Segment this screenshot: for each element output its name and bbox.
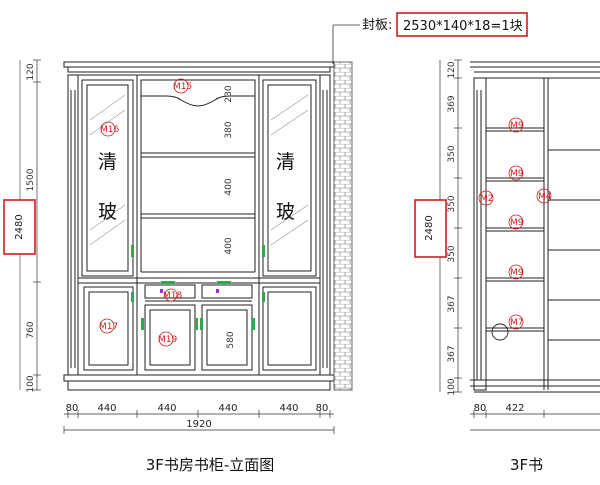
shelf-dim-380: 380 [224,121,234,138]
tag-m9-3: M9 [510,218,524,228]
annotation-label: 封板: [362,18,392,33]
right-cabinet-frame [470,61,600,393]
right-dim-367-a: 367 [447,295,457,312]
left-dim-chain [33,59,41,391]
part-tags-right: M2 M4 M9 M9 M9 M9 M7 [478,117,552,330]
bottom-dim-440-2: 440 [157,403,176,414]
tag-m19: M19 [158,335,177,345]
left-dim-1500: 1500 [26,168,36,191]
tag-m9-4: M9 [510,268,524,278]
left-glass-door: 清 玻 [81,79,134,277]
right-total-height-2480: 2480 [424,215,435,240]
right-total-height-highlight [414,199,447,258]
left-elevation: 120 1500 760 100 2480 [3,59,353,474]
tag-m2: M2 [480,194,494,204]
tag-m17: M17 [99,322,118,332]
bottom-dim-440-3: 440 [218,403,237,414]
door-hinges [131,245,265,330]
shelf-dim-230: 230 [224,85,234,102]
right-dim-367-b: 367 [447,345,457,362]
left-dim-120: 120 [26,63,36,80]
right-dim-350-a: 350 [447,145,457,162]
part-tags-left: M15 M16 M17 M18 M19 [99,78,192,347]
glass-label-right-2: 玻 [276,201,295,223]
right-glass-door: 清 玻 [262,79,317,277]
bottom-dim-chain [63,410,335,434]
door-dim-580: 580 [226,331,236,348]
right-elevation: 120 369 350 350 350 367 367 100 2480 [414,59,600,474]
bottom-dim-440-1: 440 [97,403,116,414]
right-dim-100: 100 [447,378,457,395]
tag-m16: M16 [100,125,119,135]
right-dim-369: 369 [447,95,457,112]
hole-marker [491,323,509,341]
right-dim-350-b: 350 [447,195,457,212]
annotation-value: 2530*140*18=1块 [403,19,523,34]
tag-m9-1: M9 [510,121,524,131]
glass-label-left-2: 玻 [98,201,117,223]
glass-label-right-1: 清 [276,151,295,173]
right-bottom-dim-80: 80 [474,403,487,414]
glass-label-left-1: 清 [98,151,117,173]
right-dim-350-c: 350 [447,245,457,262]
bottom-dim-440-4: 440 [279,403,298,414]
left-dim-100: 100 [26,375,36,392]
side-wall [333,61,353,391]
bottom-dim-80-right: 80 [316,403,329,414]
lower-doors [83,286,317,371]
cabinet-frame [63,61,335,391]
tag-m18: M18 [163,291,182,301]
tag-m4: M4 [538,192,552,202]
total-height-highlight [3,199,36,255]
total-width-1920: 1920 [186,419,211,430]
right-bottom-dim-422: 422 [505,403,524,414]
shelf-dim-400-a: 400 [224,178,234,195]
shelf-dim-400-b: 400 [224,237,234,254]
total-height-2480: 2480 [14,214,25,239]
tag-m7: M7 [510,318,524,328]
left-view-title: 3F书房书柜-立面图 [146,456,275,474]
right-view-title: 3F书 [510,456,543,474]
center-open-shelves [140,79,256,273]
tag-m9-2: M9 [510,169,524,179]
right-bottom-dim-chain [470,410,600,431]
tag-m15: M15 [173,82,192,92]
sealing-board-annotation: 封板: 2530*140*18=1块 [332,12,528,64]
right-dim-120: 120 [447,61,457,78]
left-dim-760: 760 [26,321,36,338]
bottom-dim-80-left: 80 [66,403,79,414]
drawers [144,284,253,302]
annotation-highlight-box [396,12,528,37]
drawer-handles [160,281,231,293]
